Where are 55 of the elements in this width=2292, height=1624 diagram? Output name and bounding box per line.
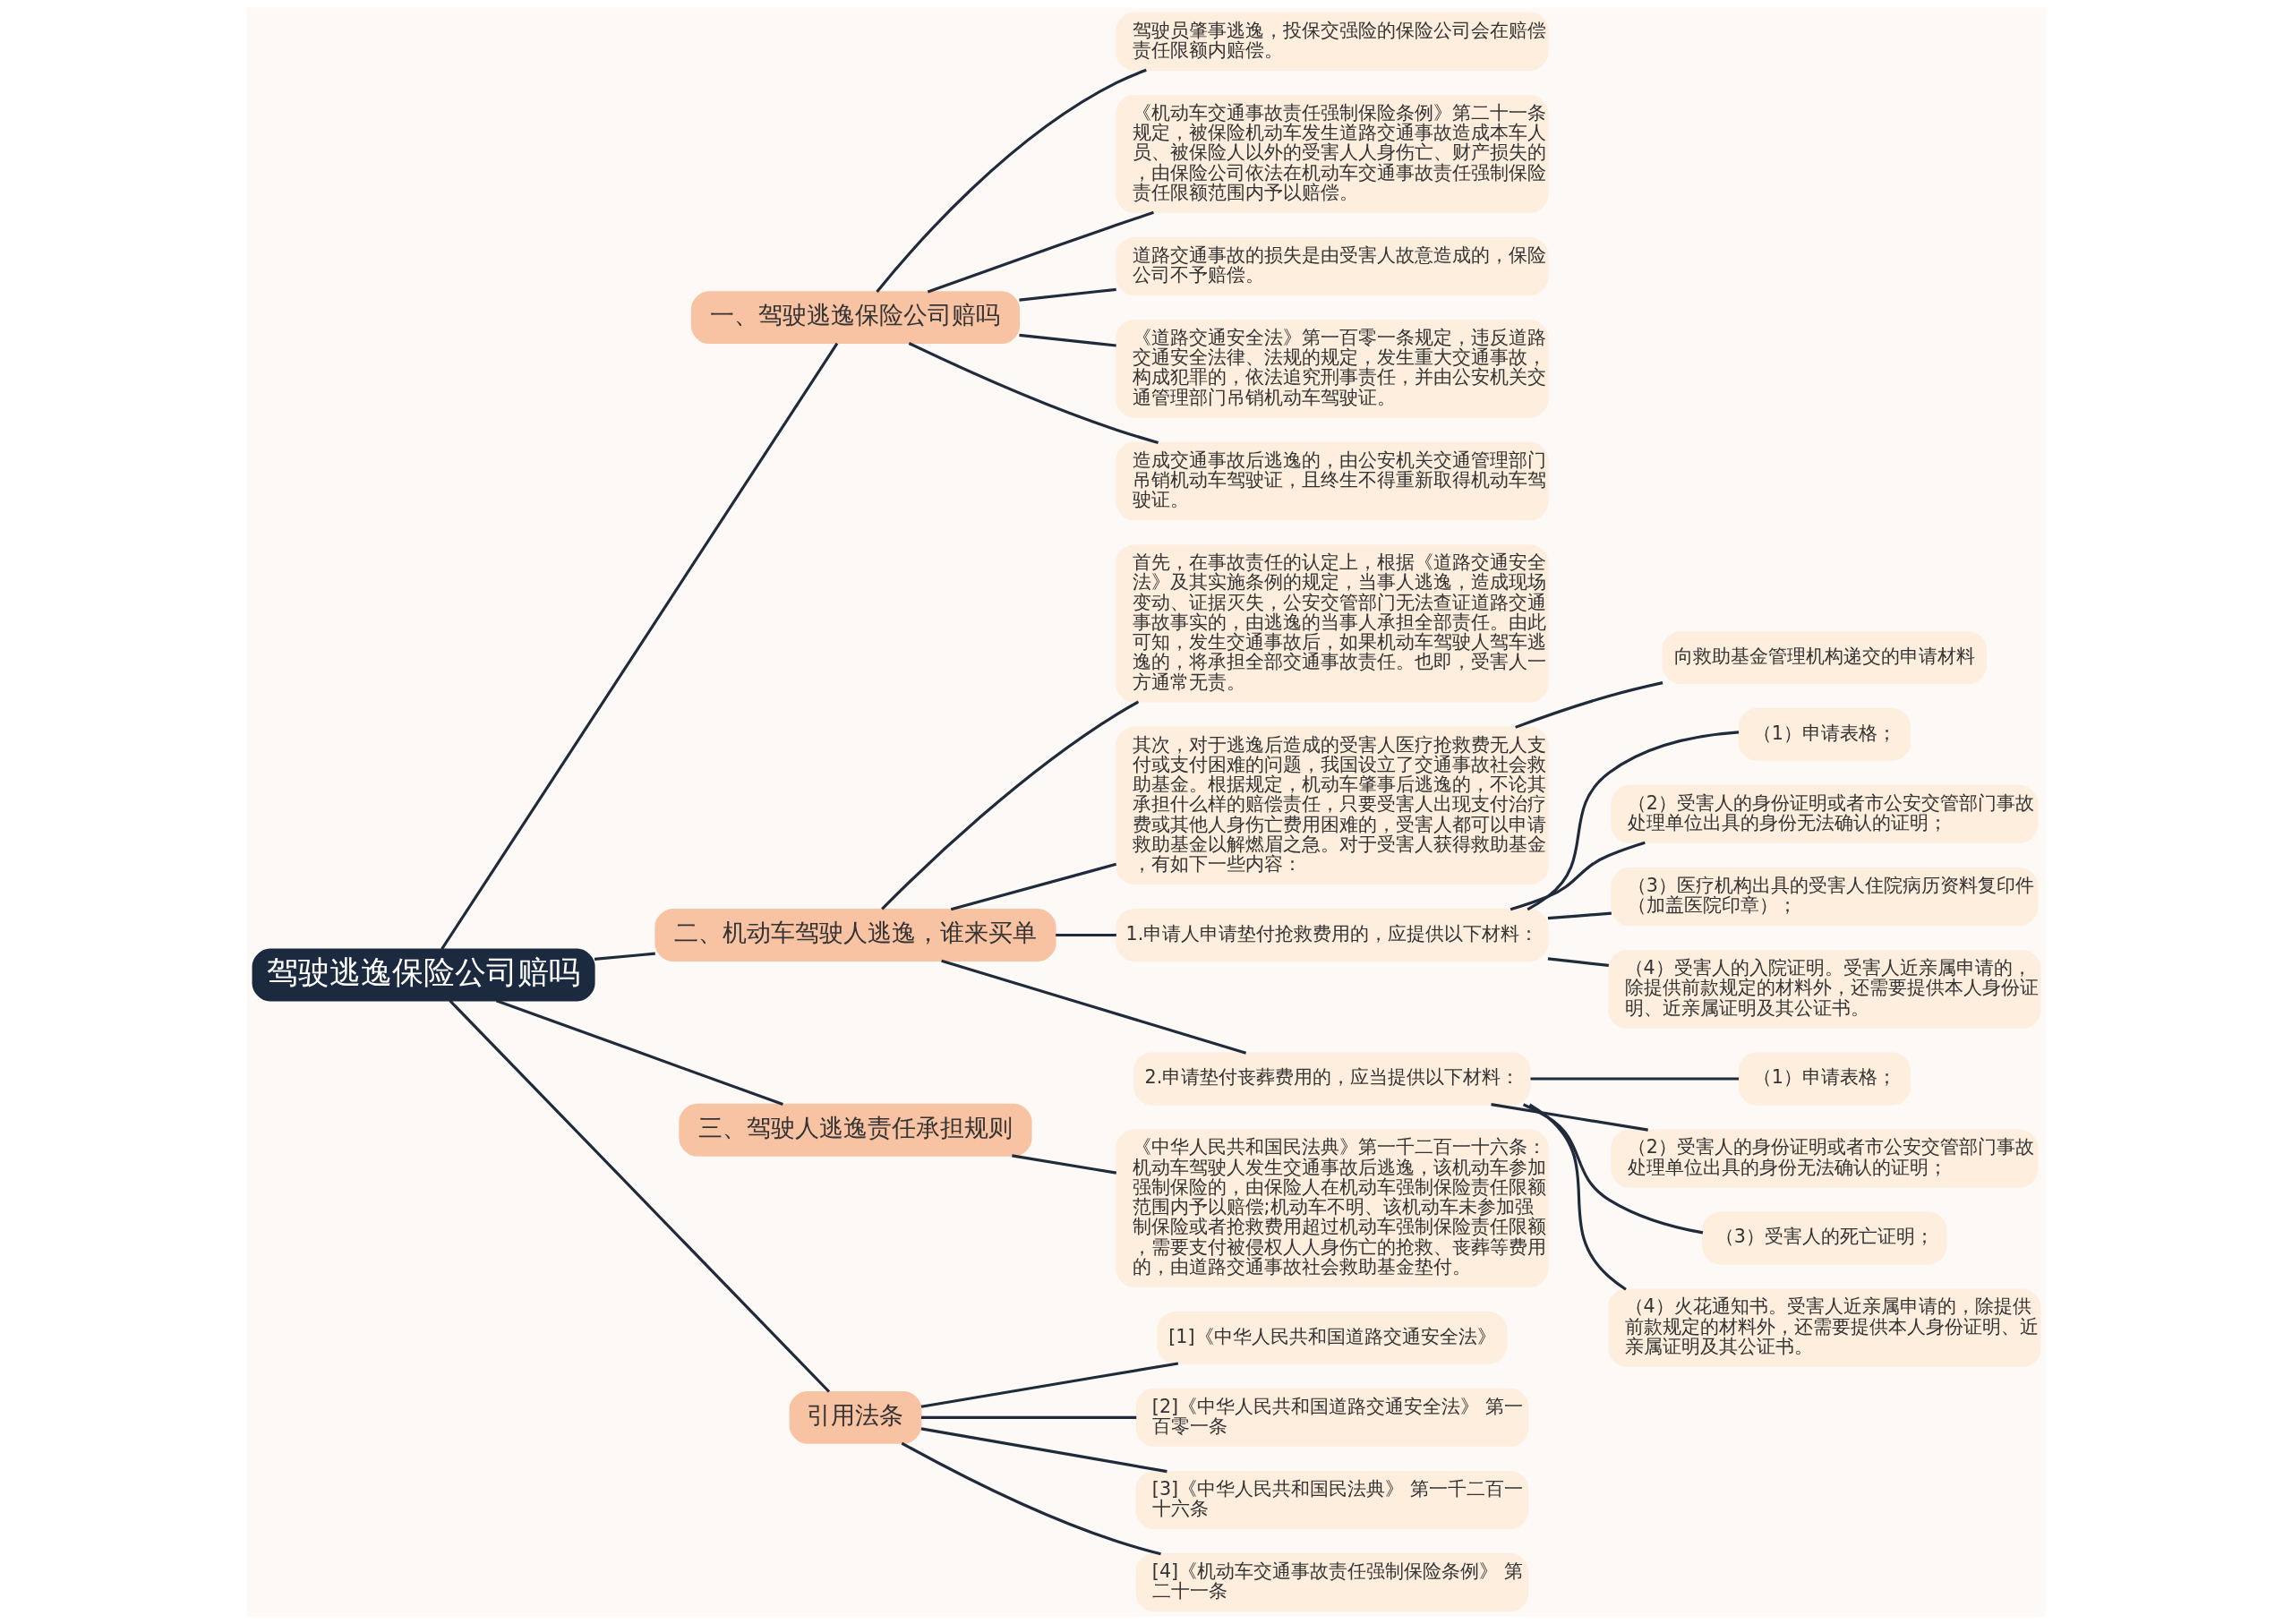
node-box: [3]《中华人民共和国民法典》 第一千二百一十六条 bbox=[1135, 1470, 1528, 1530]
node-box: （2）受害人的身份证明或者市公安交管部门事故处理单位出具的身份无法确认的证明； bbox=[1610, 784, 2038, 843]
node-box: [1]《中华人民共和国道路交通安全法》 bbox=[1156, 1311, 1507, 1364]
connector bbox=[901, 1441, 1161, 1556]
node-box: 向救助基金管理机构递交的申请材料 bbox=[1662, 631, 1987, 684]
connector bbox=[940, 959, 1246, 1055]
node-box: 首先，在事故责任的认定上，根据《道路交通安全法》及其实施条例的规定，当事人逃逸，造成现场变动、证据灭失，公安交管部门无法查证道路交通事故事实的，由逃逸的当事人承担全部责任。由此可知，发生交通事故后，如果机动车驾驶人驾车逃逸的，将承担全部交通事故责任。也即，受害人一方通常无责。 bbox=[1115, 544, 1548, 703]
node-box: 引用法条 bbox=[789, 1390, 921, 1444]
node-box: 二、机动车驾驶人逃逸，谁来买单 bbox=[654, 909, 1056, 962]
node-box: （3）受害人的死亡证明； bbox=[1701, 1211, 1947, 1265]
connector bbox=[1530, 1077, 1739, 1081]
node-box: （1）申请表格； bbox=[1738, 707, 1911, 761]
connector bbox=[1526, 731, 1739, 911]
connector bbox=[920, 1427, 1167, 1474]
connector bbox=[1018, 287, 1116, 302]
node-box: （4）受害人的入院证明。受害人近亲属申请的，除提供前款规定的材料外，还需要提供本人身份证明、近亲属证明及其公证书。 bbox=[1607, 950, 2040, 1029]
node-box: 《道路交通安全法》第一百零一条规定，违反道路交通安全法律、法规的规定，发生重大交通事故，构成犯罪的，依法追究刑事责任，并由公安机关交通管理部门吊销机动车驾驶证。 bbox=[1115, 320, 1548, 418]
connector bbox=[1011, 1154, 1116, 1175]
connector bbox=[594, 952, 655, 961]
node-box: 《机动车交通事故责任强制保险条例》第二十一条规定，被保险机动车发生道路交通事故造成本车人员、被保险人以外的受害人人身伤亡、财产损失的，由保险公司依法在机动车交通事故责任强制保险责任限额范围内予以赔偿。 bbox=[1115, 94, 1548, 213]
connector bbox=[880, 700, 1139, 910]
connector bbox=[440, 342, 838, 951]
connector bbox=[1509, 841, 1646, 911]
connector bbox=[495, 999, 783, 1106]
connector bbox=[1547, 957, 1609, 967]
node-box: （3）医疗机构出具的受害人住院病历资料复印件（加盖医院印章）； bbox=[1610, 868, 2038, 927]
connector bbox=[1528, 1103, 1627, 1291]
node-box: 三、驾驶人逃逸责任承担规则 bbox=[678, 1103, 1032, 1157]
node-box: 造成交通事故后逃逸的，由公安机关交通管理部门吊销机动车驾驶证，且终生不得重新取得机动车驾驶证。 bbox=[1115, 441, 1548, 521]
connector bbox=[908, 342, 1159, 444]
connector bbox=[448, 999, 830, 1393]
connector bbox=[950, 862, 1116, 911]
connector bbox=[1514, 681, 1663, 729]
connector bbox=[1055, 933, 1116, 937]
node-box: 《中华人民共和国民法典》第一千二百一十六条：机动车驾驶人发生交通事故后逃逸，该机动车参加强制保险的，由保险人在机动车强制保险责任限额范围内予以赔偿;机动车不明、该机动车未参加强制保险或者抢救费用超过机动车强制保险责任限额，需要支付被侵权人人身伤亡的抢救、丧葬等费用的，由道路交通事故社会救助基金垫付。 bbox=[1115, 1129, 1548, 1287]
node-box: （2）受害人的身份证明或者市公安交管部门事故处理单位出具的身份无法确认的证明； bbox=[1610, 1129, 2038, 1188]
node-box: 道路交通事故的损失是由受害人故意造成的，保险公司不予赔偿。 bbox=[1115, 236, 1548, 296]
node-box: （4）火花通知书。受害人近亲属申请的，除提供前款规定的材料外，还需要提供本人身份证明、近亲属证明及其公证书。 bbox=[1607, 1288, 2040, 1367]
connector bbox=[875, 68, 1147, 293]
node-box: 2.申请垫付丧葬费用的，应当提供以下材料： bbox=[1133, 1052, 1531, 1106]
node-box: [2]《中华人民共和国道路交通安全法》 第一百零一条 bbox=[1135, 1388, 1528, 1447]
node-box: 1.申请人申请垫付抢救费用的，应提供以下材料： bbox=[1115, 909, 1548, 962]
node-box: 其次，对于逃逸后造成的受害人医疗抢救费无人支付或支付困难的问题，我国设立了交通事故社会救助基金。根据规定，机动车肇事后逃逸的，不论其承担什么样的赔偿责任，只要受害人出现支付治疗费或其他人身伤亡费用困难的，受害人都可以申请救助基金以解燃眉之急。对于受害人获得救助基金，有如下一些内容： bbox=[1115, 726, 1548, 885]
connector bbox=[1018, 333, 1116, 347]
connector bbox=[1547, 911, 1612, 920]
connector bbox=[920, 1362, 1178, 1408]
connector bbox=[920, 1415, 1136, 1419]
node-box: 驾驶逃逸保险公司赔吗 bbox=[252, 948, 595, 1002]
connector bbox=[927, 210, 1154, 294]
node-box: [4]《机动车交通事故责任强制保险条例》 第二十一条 bbox=[1135, 1553, 1528, 1612]
connector bbox=[1490, 1103, 1648, 1132]
connector bbox=[1522, 1103, 1703, 1235]
node-box: 一、驾驶逃逸保险公司赔吗 bbox=[690, 291, 1020, 345]
node-box: （1）申请表格； bbox=[1738, 1052, 1911, 1106]
node-box: 驾驶员肇事逃逸，投保交强险的保险公司会在赔偿责任限额内赔偿。 bbox=[1115, 12, 1548, 71]
